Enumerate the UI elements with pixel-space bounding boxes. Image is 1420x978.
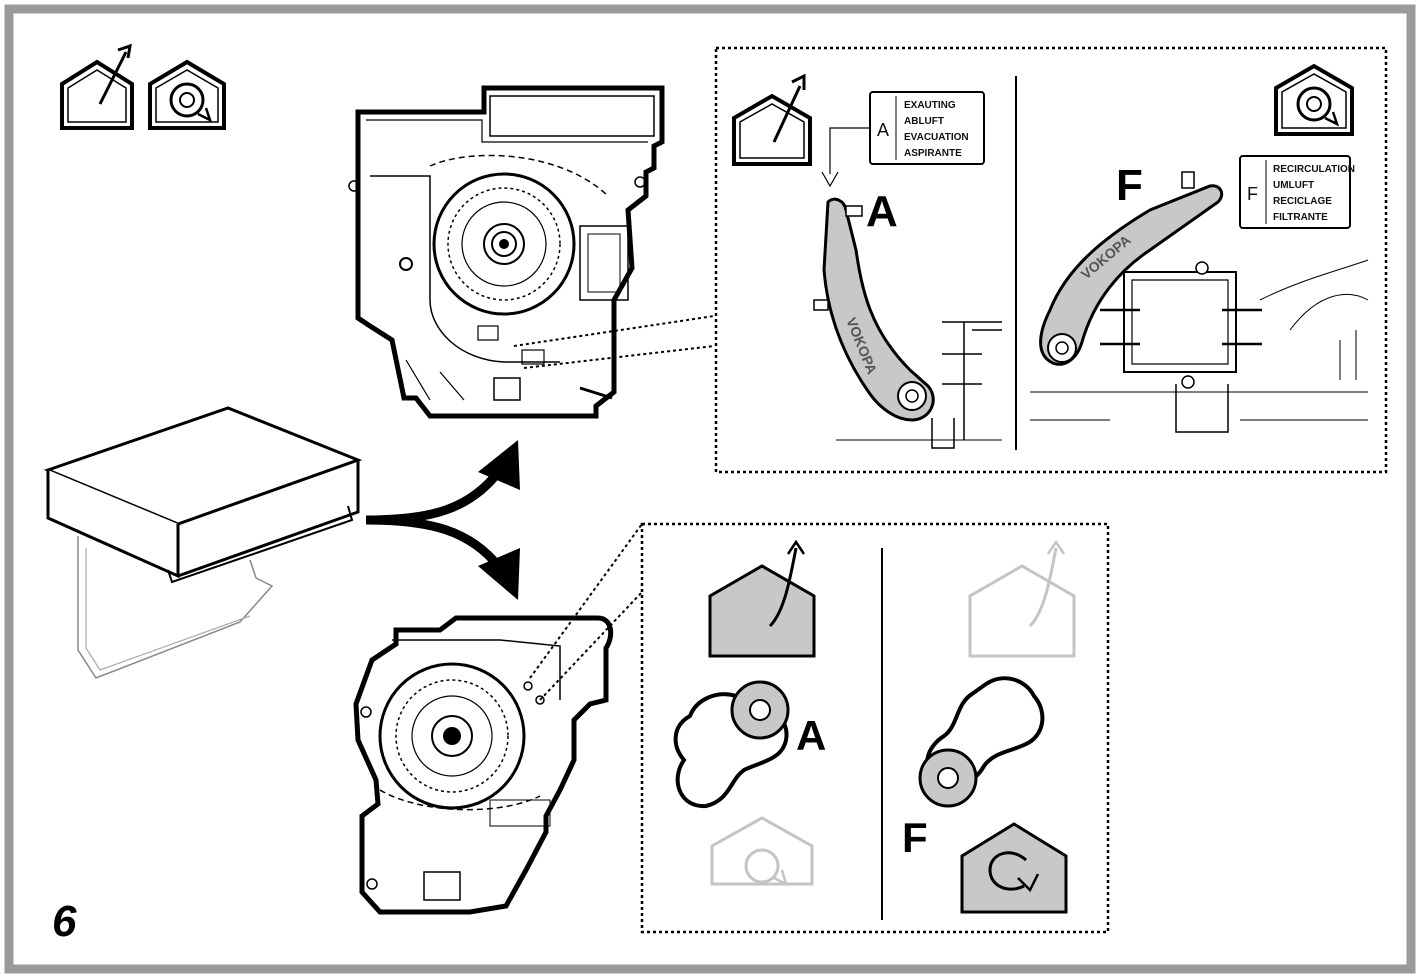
detail-panel-bottom (640, 522, 1110, 934)
selector-lever-recirculation: VOKOPA (1039, 171, 1224, 366)
knob-slot-exhaust (673, 680, 790, 809)
recirculation-mode-icon (148, 59, 226, 130)
motor-unit-top (348, 85, 665, 419)
step-number: 6 (52, 897, 77, 946)
recirculation-house-icon-inactive (710, 816, 814, 887)
recirculation-tag-letter: F (1247, 184, 1258, 204)
exhaust-callout-top: A (866, 187, 898, 236)
exhaust-tag-letter: A (877, 120, 889, 140)
recirculation-panel-icon (1274, 63, 1354, 136)
cooker-hood-illustration (43, 406, 363, 679)
recirculation-label-tag: F RECIRCULATION UMLUFT RECICLAGE FILTRAN… (1239, 155, 1355, 229)
outer-frame (4, 4, 1416, 974)
recirculation-tag-line-3: RECICLAGE (1273, 196, 1332, 207)
exhaust-panel-icon (732, 73, 812, 166)
exhaust-tag-line-2: ABLUFT (904, 116, 944, 127)
exhaust-callout-bottom: A (796, 712, 826, 759)
split-arrow (365, 440, 520, 600)
motor-unit-bottom (353, 615, 614, 915)
exhaust-label-tag: A EXAUTING ABLUFT EVACUATION ASPIRANTE (821, 91, 985, 188)
recirculation-tag-line-4: FILTRANTE (1273, 212, 1328, 223)
exhaust-house-icon-inactive (968, 539, 1076, 658)
zoom-leader-bottom (529, 523, 643, 701)
bracket-exhaust-side (836, 321, 1002, 449)
exhaust-tag-line-4: ASPIRANTE (904, 148, 962, 159)
recirculation-tag-line-2: UMLUFT (1273, 180, 1314, 191)
detail-panel-top (714, 46, 1388, 474)
exhaust-tag-line-1: EXAUTING (904, 100, 956, 111)
recirculation-house-icon-active (960, 822, 1068, 914)
recirculation-callout-bottom: F (902, 814, 928, 861)
recirculation-tag-line-1: RECIRCULATION (1273, 164, 1355, 175)
zoom-leader-top (513, 315, 715, 369)
recirculation-callout-top: F (1116, 161, 1143, 210)
selector-lever-exhaust: VOKOPA (813, 197, 935, 422)
exhaust-tag-line-3: EVACUATION (904, 132, 969, 143)
knob-slot-recirculation (918, 676, 1045, 808)
bracket-recirculation-side (1030, 259, 1369, 433)
exhaust-mode-icon (60, 43, 134, 130)
exhaust-house-icon-active (708, 539, 816, 658)
